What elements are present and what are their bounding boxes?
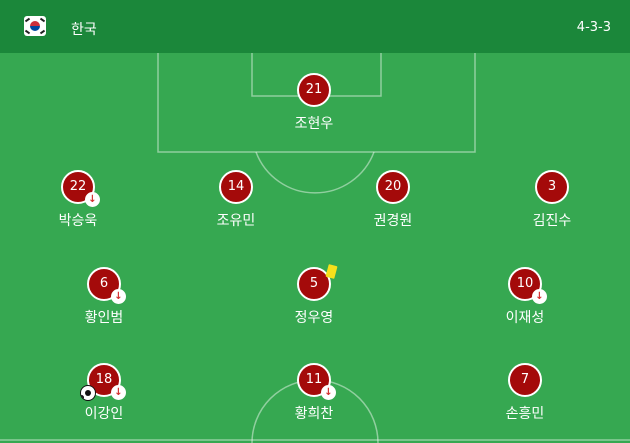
shirt-number: 5 [309, 276, 319, 291]
player-name: 손흥민 [505, 406, 545, 422]
shirt-number: 7 [520, 372, 530, 387]
player-3[interactable]: 3 김진수 [482, 170, 622, 230]
team-header: 한국 4-3-3 [0, 0, 630, 53]
player-name: 이강인 [84, 406, 124, 422]
player-name: 정우영 [294, 310, 334, 326]
player-21[interactable]: 21 조현우 [244, 73, 384, 133]
substitution-icon: ↓ [85, 192, 100, 207]
shirt-number: 20 [384, 179, 402, 194]
player-name: 이재성 [505, 310, 545, 326]
player-20[interactable]: 20 권경원 [323, 170, 463, 230]
player-18[interactable]: 18↓ 이강인 [34, 363, 174, 423]
shirt-number: 22 [69, 179, 87, 194]
player-name: 조유민 [216, 213, 256, 229]
substitution-icon: ↓ [111, 289, 126, 304]
pitch [0, 53, 630, 443]
player-5[interactable]: 5 정우영 [244, 264, 384, 327]
player-name: 황희찬 [294, 406, 334, 422]
shirt-number: 14 [227, 179, 245, 194]
yellow-card-icon [325, 264, 338, 279]
player-10[interactable]: 10↓ 이재성 [455, 267, 595, 327]
player-7[interactable]: 7 손흥민 [455, 363, 595, 423]
substitution-icon: ↓ [321, 385, 336, 400]
player-name: 황인범 [84, 310, 124, 326]
shirt-number: 18 [95, 372, 113, 387]
shirt-number: 3 [547, 179, 557, 194]
formation-label: 4-3-3 [576, 20, 611, 35]
shirt-number: 21 [305, 82, 323, 97]
player-name: 권경원 [373, 213, 413, 229]
player-22[interactable]: 22↓ 박승욱 [8, 170, 148, 230]
player-name: 조현우 [294, 116, 334, 132]
shirt-number: 10 [516, 276, 534, 291]
player-11[interactable]: 11↓ 황희찬 [244, 363, 384, 423]
pitch-markings [0, 53, 630, 443]
player-14[interactable]: 14 조유민 [166, 170, 306, 230]
substitution-icon: ↓ [532, 289, 547, 304]
soccer-ball-icon [80, 385, 96, 401]
player-name: 김진수 [532, 213, 572, 229]
player-name: 박승욱 [58, 213, 98, 229]
player-6[interactable]: 6↓ 황인범 [34, 267, 174, 327]
south-korea-flag-icon [24, 16, 46, 36]
shirt-number: 6 [99, 276, 109, 291]
shirt-number: 11 [305, 372, 323, 387]
team-name: 한국 [71, 22, 97, 38]
substitution-icon: ↓ [111, 385, 126, 400]
